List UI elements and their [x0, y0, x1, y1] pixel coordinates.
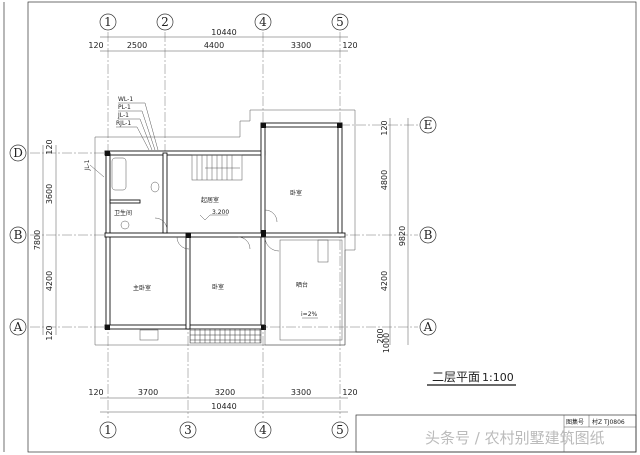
- svg-text:A: A: [13, 320, 23, 334]
- dimensions-left: 120 3600 4200 120 7800: [33, 139, 57, 341]
- watermark: 头条号 / 农村别墅建筑图纸: [425, 429, 605, 447]
- toilet: [150, 181, 160, 193]
- svg-text:2: 2: [161, 15, 169, 29]
- svg-text:5: 5: [336, 15, 344, 29]
- room-balcony: 晒台: [296, 281, 308, 289]
- svg-text:120: 120: [88, 41, 103, 50]
- svg-text:1000: 1000: [382, 333, 391, 353]
- svg-text:WL-1: WL-1: [118, 96, 133, 103]
- svg-text:7800: 7800: [33, 230, 42, 250]
- svg-text:120: 120: [380, 120, 389, 135]
- svg-text:4200: 4200: [45, 271, 54, 291]
- dimensions-right: 120 4800 4200 200 1000 9820: [376, 118, 409, 353]
- dimensions-top: 10440 120 2500 4400 3300 120: [88, 28, 358, 52]
- axis-bubbles-top: 1 2 4 5: [99, 13, 349, 31]
- svg-text:4800: 4800: [380, 170, 389, 190]
- svg-text:A: A: [423, 320, 433, 334]
- svg-text:3700: 3700: [138, 388, 158, 397]
- room-bedroom-s: 卧室: [212, 283, 224, 291]
- svg-text:4200: 4200: [380, 271, 389, 291]
- axis-bubbles-bottom: 1 3 4 5: [99, 421, 349, 439]
- elevation-mark: 3.200: [212, 209, 229, 216]
- axis-bubbles-right: E B A: [419, 116, 437, 336]
- svg-text:JL-1: JL-1: [117, 112, 129, 119]
- svg-text:PL-1: PL-1: [118, 104, 131, 111]
- svg-text:120: 120: [342, 388, 357, 397]
- room-master: 主卧室: [133, 284, 151, 292]
- svg-text:120: 120: [45, 325, 54, 340]
- grid-axes: [30, 32, 418, 418]
- svg-text:3200: 3200: [215, 388, 235, 397]
- balcony: [139, 236, 346, 346]
- svg-text:村Z TJ0806: 村Z TJ0806: [592, 418, 625, 426]
- room-bedroom-ne: 卧室: [290, 189, 302, 197]
- svg-text:B: B: [14, 228, 23, 242]
- svg-text:5: 5: [336, 423, 344, 437]
- svg-text:120: 120: [88, 388, 103, 397]
- dimensions-bottom: 120 3700 3200 3300 120 10440: [88, 388, 358, 413]
- svg-text:200: 200: [376, 328, 385, 343]
- svg-text:4400: 4400: [204, 41, 224, 50]
- svg-text:3600: 3600: [45, 184, 54, 204]
- bathroom-fixtures: [111, 157, 160, 230]
- svg-text:2500: 2500: [127, 41, 147, 50]
- svg-text:3300: 3300: [291, 388, 311, 397]
- walls: [104, 122, 346, 330]
- svg-text:二层平面: 二层平面: [432, 370, 480, 384]
- room-labels: 起居室 卧室 卫生间 主卧室 卧室 晒台 3.200 i=2%: [114, 189, 318, 319]
- room-bathroom: 卫生间: [114, 209, 132, 217]
- svg-text:图集号: 图集号: [566, 418, 584, 426]
- drawing-title: 二层平面 1:100: [427, 370, 516, 386]
- svg-text:4: 4: [259, 423, 267, 437]
- bathtub: [111, 157, 127, 191]
- svg-text:RJL-1: RJL-1: [116, 120, 131, 127]
- stair: [191, 154, 243, 181]
- washbasin: [120, 220, 130, 230]
- svg-text:4: 4: [259, 15, 267, 29]
- drawing-frame: [27, 1, 637, 453]
- svg-text:9820: 9820: [398, 226, 407, 246]
- planter-hatch: [189, 328, 262, 344]
- axis-bubbles-left: D B A: [9, 144, 27, 336]
- svg-text:B: B: [424, 228, 433, 242]
- svg-text:1: 1: [104, 15, 112, 29]
- svg-text:1: 1: [104, 423, 112, 437]
- doors: [154, 209, 280, 252]
- eave-outline: [94, 109, 356, 346]
- pipe-labels: WL-1 PL-1 JL-1 RJL-1 JL-1: [84, 96, 159, 178]
- svg-text:3: 3: [184, 423, 192, 437]
- svg-text:120: 120: [342, 41, 357, 50]
- svg-text:D: D: [13, 146, 23, 160]
- title-block: 图集号 村Z TJ0806 头条号 / 农村别墅建筑图纸: [355, 414, 637, 453]
- svg-text:10440: 10440: [211, 402, 236, 411]
- svg-text:1:100: 1:100: [482, 371, 514, 384]
- svg-text:10440: 10440: [211, 28, 236, 37]
- room-living: 起居室: [201, 196, 219, 204]
- svg-text:3300: 3300: [291, 41, 311, 50]
- svg-text:E: E: [424, 118, 433, 132]
- svg-text:120: 120: [45, 139, 54, 154]
- slope-mark: i=2%: [301, 311, 318, 318]
- svg-text:JL-1: JL-1: [84, 159, 91, 171]
